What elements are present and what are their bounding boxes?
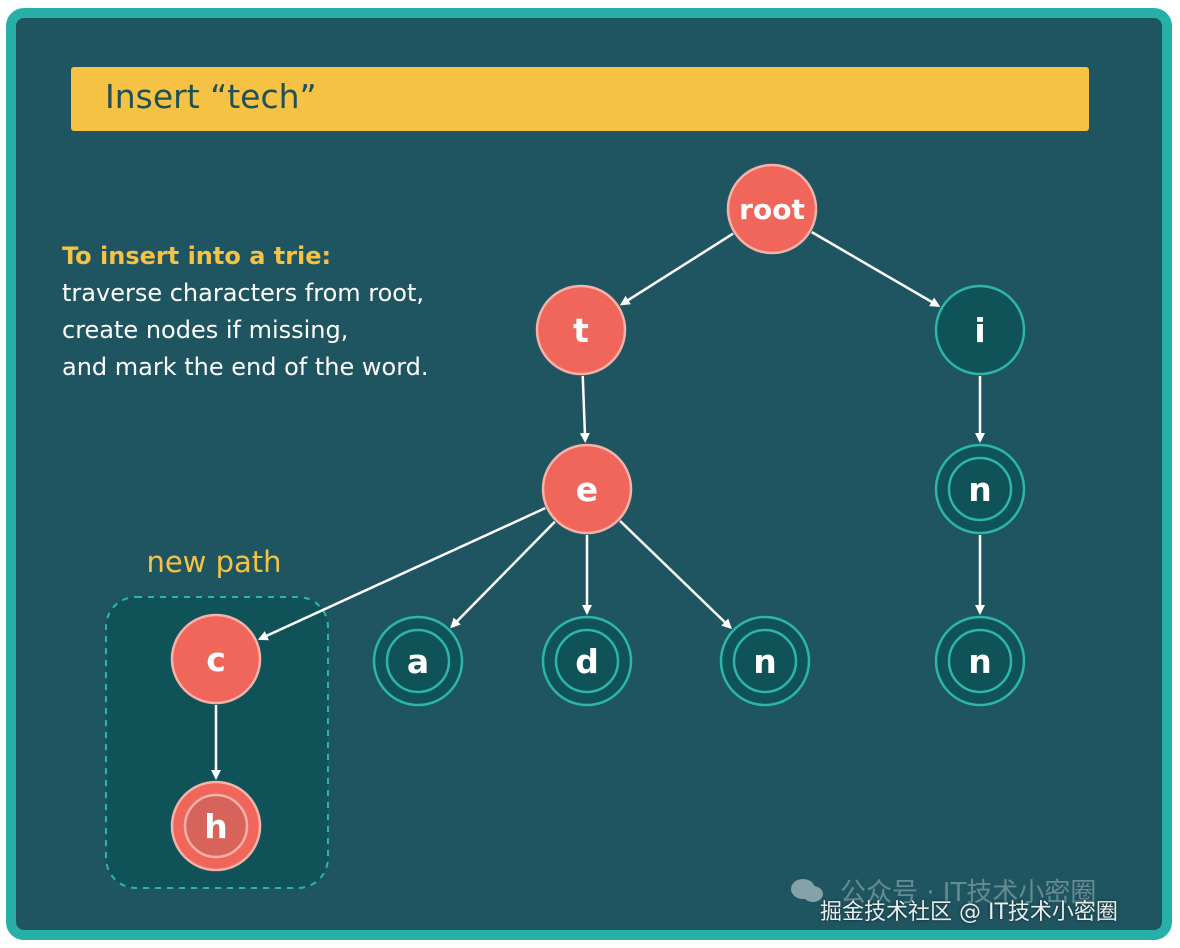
node-label: i bbox=[974, 311, 985, 350]
node-root: root bbox=[726, 163, 818, 255]
edge-e-n2 bbox=[619, 520, 732, 630]
node-label: root bbox=[739, 193, 805, 226]
node-h: h bbox=[170, 780, 262, 872]
title-bar: Insert “tech” bbox=[71, 67, 1089, 131]
node-label: a bbox=[407, 642, 429, 681]
watermark-line2: 掘金技术社区 @ IT技术小密圈 bbox=[820, 900, 1118, 925]
node-label: n bbox=[968, 470, 992, 509]
node-d: d bbox=[541, 615, 633, 707]
wechat-icon bbox=[791, 879, 823, 902]
edge-root-i bbox=[811, 231, 941, 307]
node-circle bbox=[726, 163, 818, 255]
node-i: i bbox=[934, 284, 1026, 376]
description-line: create nodes if missing, bbox=[62, 316, 349, 344]
node-n1: n bbox=[934, 443, 1026, 535]
node-c: c bbox=[170, 613, 262, 705]
edges bbox=[211, 231, 985, 780]
node-label: d bbox=[575, 642, 599, 681]
node-label: e bbox=[576, 470, 598, 509]
description: To insert into a trie: traverse characte… bbox=[62, 238, 429, 386]
node-label: t bbox=[573, 311, 589, 350]
edge-t-e bbox=[579, 375, 590, 444]
page-title: Insert “tech” bbox=[105, 77, 317, 116]
end-of-word-ring bbox=[385, 628, 451, 694]
node-t: t bbox=[535, 284, 627, 376]
end-of-word-ring bbox=[947, 628, 1013, 694]
node-n2: n bbox=[719, 615, 811, 707]
node-circle bbox=[541, 443, 633, 535]
description-line: traverse characters from root, bbox=[62, 279, 425, 307]
watermark-line1: 公众号 · IT技术小密圈 bbox=[840, 878, 1097, 908]
node-label: c bbox=[206, 640, 226, 679]
description-line: and mark the end of the word. bbox=[62, 353, 429, 381]
end-of-word-ring bbox=[732, 628, 798, 694]
end-of-word-ring bbox=[554, 628, 620, 694]
node-label: h bbox=[204, 807, 228, 846]
node-circle bbox=[535, 284, 627, 376]
node-a: a bbox=[372, 615, 464, 707]
edge-root-t bbox=[619, 232, 734, 306]
description-heading: To insert into a trie: bbox=[62, 242, 332, 270]
end-of-word-ring bbox=[183, 793, 249, 859]
node-e: e bbox=[541, 443, 633, 535]
node-label: n bbox=[968, 642, 992, 681]
edge-e-a bbox=[450, 520, 556, 629]
nodes: root t i e n c a d n n h bbox=[170, 163, 1026, 872]
node-label: n bbox=[753, 642, 777, 681]
new-path-label: new path bbox=[146, 545, 281, 579]
node-n3: n bbox=[934, 615, 1026, 707]
node-circle bbox=[170, 613, 262, 705]
node-circle bbox=[934, 284, 1026, 376]
edge-e-c bbox=[257, 507, 546, 641]
end-of-word-ring bbox=[947, 456, 1013, 522]
